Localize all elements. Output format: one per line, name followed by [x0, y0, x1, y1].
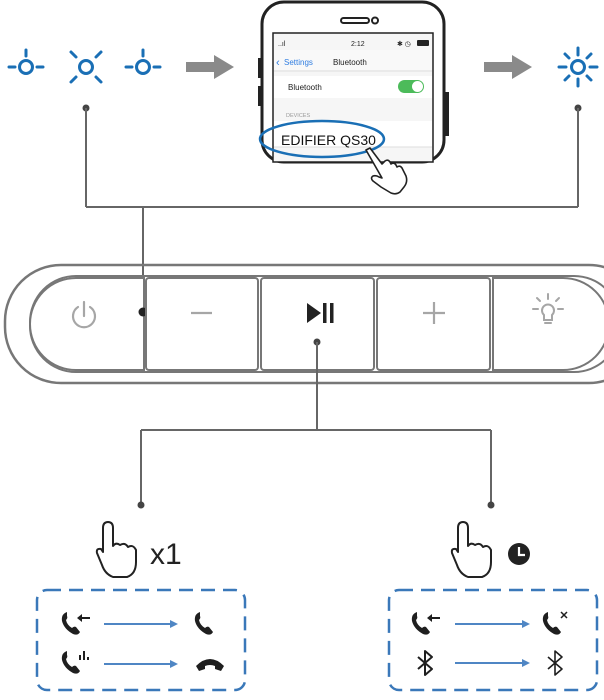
connector-lines-bottom: [137, 338, 495, 509]
volume-down-button[interactable]: [145, 277, 259, 371]
hold-gesture: [450, 521, 530, 578]
clock-icon: [508, 543, 530, 565]
hang-up-icon: [196, 659, 224, 671]
power-icon: [71, 300, 97, 329]
status-signal: ..ıl: [278, 41, 286, 48]
reject-call-icon: [542, 611, 568, 635]
light-icon: [532, 293, 564, 324]
bluetooth-icon: [417, 650, 433, 676]
hold-actions-box: [387, 588, 599, 692]
phone-mockup: ..ıl 2:12 ✱ ◷ ‹ Settings Bluetooth Bluet…: [258, 0, 449, 195]
devices-header: DEVICES: [286, 113, 310, 119]
led-on-icon: [124, 48, 162, 75]
active-call-icon: [61, 651, 89, 674]
status-icons: ✱ ◷: [397, 40, 411, 48]
volume-up-button[interactable]: [376, 277, 491, 371]
led-on-icon: [7, 48, 45, 75]
press-hand-icon: [95, 521, 137, 578]
battery-icon: [417, 40, 429, 46]
press-count-label: x1: [150, 538, 182, 571]
answer-call-icon: [194, 612, 213, 635]
led-on-bright-icon: [557, 46, 599, 88]
volume-up-icon: [423, 302, 445, 324]
device-list-item[interactable]: EDIFIER QS30: [258, 119, 386, 159]
bluetooth-off-icon: [547, 650, 563, 676]
led-sequence: [7, 48, 162, 84]
nav-title: Bluetooth: [333, 58, 367, 67]
press-gesture: x1: [95, 521, 182, 578]
control-bar: [3, 263, 604, 385]
power-button[interactable]: [28, 277, 148, 371]
flow-arrow-icon: [104, 660, 178, 668]
arrow-right-icon: [484, 55, 532, 79]
incoming-call-icon: [411, 612, 440, 635]
light-button[interactable]: [492, 277, 604, 371]
play-pause-icon: [307, 303, 334, 323]
hold-hand-icon: [450, 521, 492, 578]
back-button[interactable]: ‹ Settings: [276, 57, 313, 69]
led-off-icon: [69, 50, 103, 84]
flow-arrow-icon: [455, 659, 530, 667]
bluetooth-toggle[interactable]: [398, 80, 424, 93]
incoming-call-icon: [61, 612, 90, 635]
press-actions-box: [35, 588, 247, 692]
status-time: 2:12: [351, 41, 365, 48]
chevron-left-icon: ‹: [276, 57, 280, 69]
device-name: EDIFIER QS30: [281, 132, 376, 148]
flow-arrow-icon: [455, 620, 530, 628]
bluetooth-row-label: Bluetooth: [288, 83, 322, 92]
tap-hand-icon: [365, 147, 408, 195]
arrow-right-icon: [186, 55, 234, 79]
back-label: Settings: [284, 58, 313, 67]
play-pause-button[interactable]: [260, 277, 375, 371]
flow-arrow-icon: [104, 620, 178, 628]
